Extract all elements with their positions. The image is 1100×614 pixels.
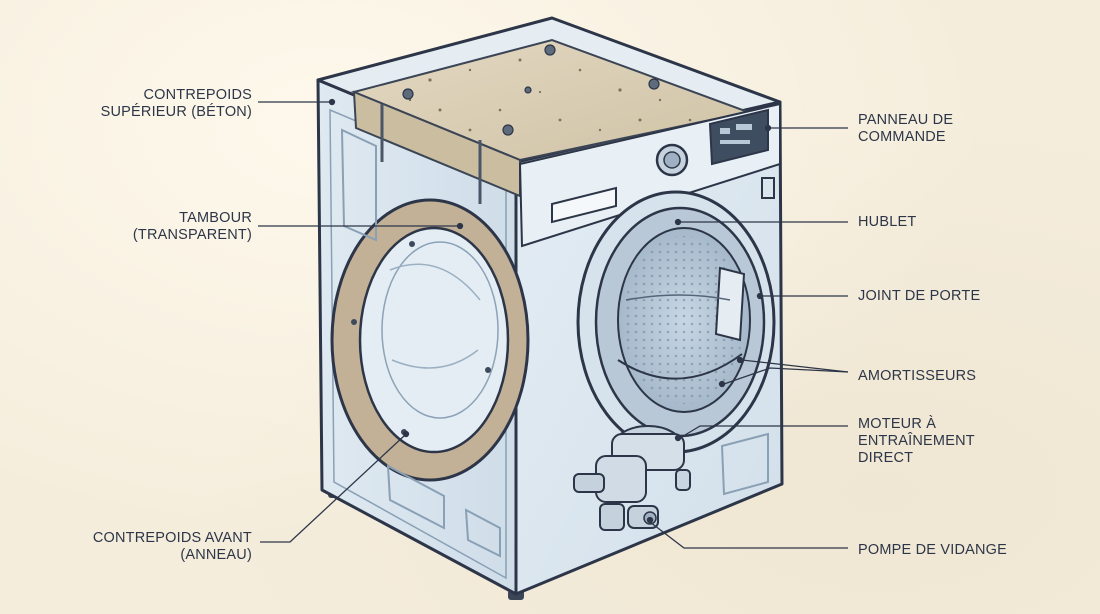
drain-pump	[573, 455, 659, 531]
label-drum: TAMBOUR (TRANSPARENT)	[132, 210, 252, 243]
label-counterweight-front: CONTREPOIDS AVANT (ANNEAU)	[92, 530, 252, 563]
label-shock-absorbers: AMORTISSEURS	[858, 368, 977, 384]
label-drain-pump: POMPE DE VIDANGE	[858, 542, 1008, 558]
side-panels	[340, 128, 501, 558]
front-door	[576, 190, 776, 454]
leader-lines	[258, 98, 849, 549]
control-panel	[518, 102, 781, 248]
label-motor: MOTEUR À ENTRAÎNEMENT DIRECT	[858, 416, 975, 466]
filter-hatch	[720, 432, 769, 496]
side-drum	[330, 198, 530, 482]
label-control-panel: PANNEAU DE COMMANDE	[858, 112, 954, 145]
label-counterweight-top: CONTREPOIDS SUPÉRIEUR (BÉTON)	[100, 87, 252, 120]
label-porthole: HUBLET	[858, 214, 917, 230]
label-door-seal: JOINT DE PORTE	[858, 288, 981, 304]
